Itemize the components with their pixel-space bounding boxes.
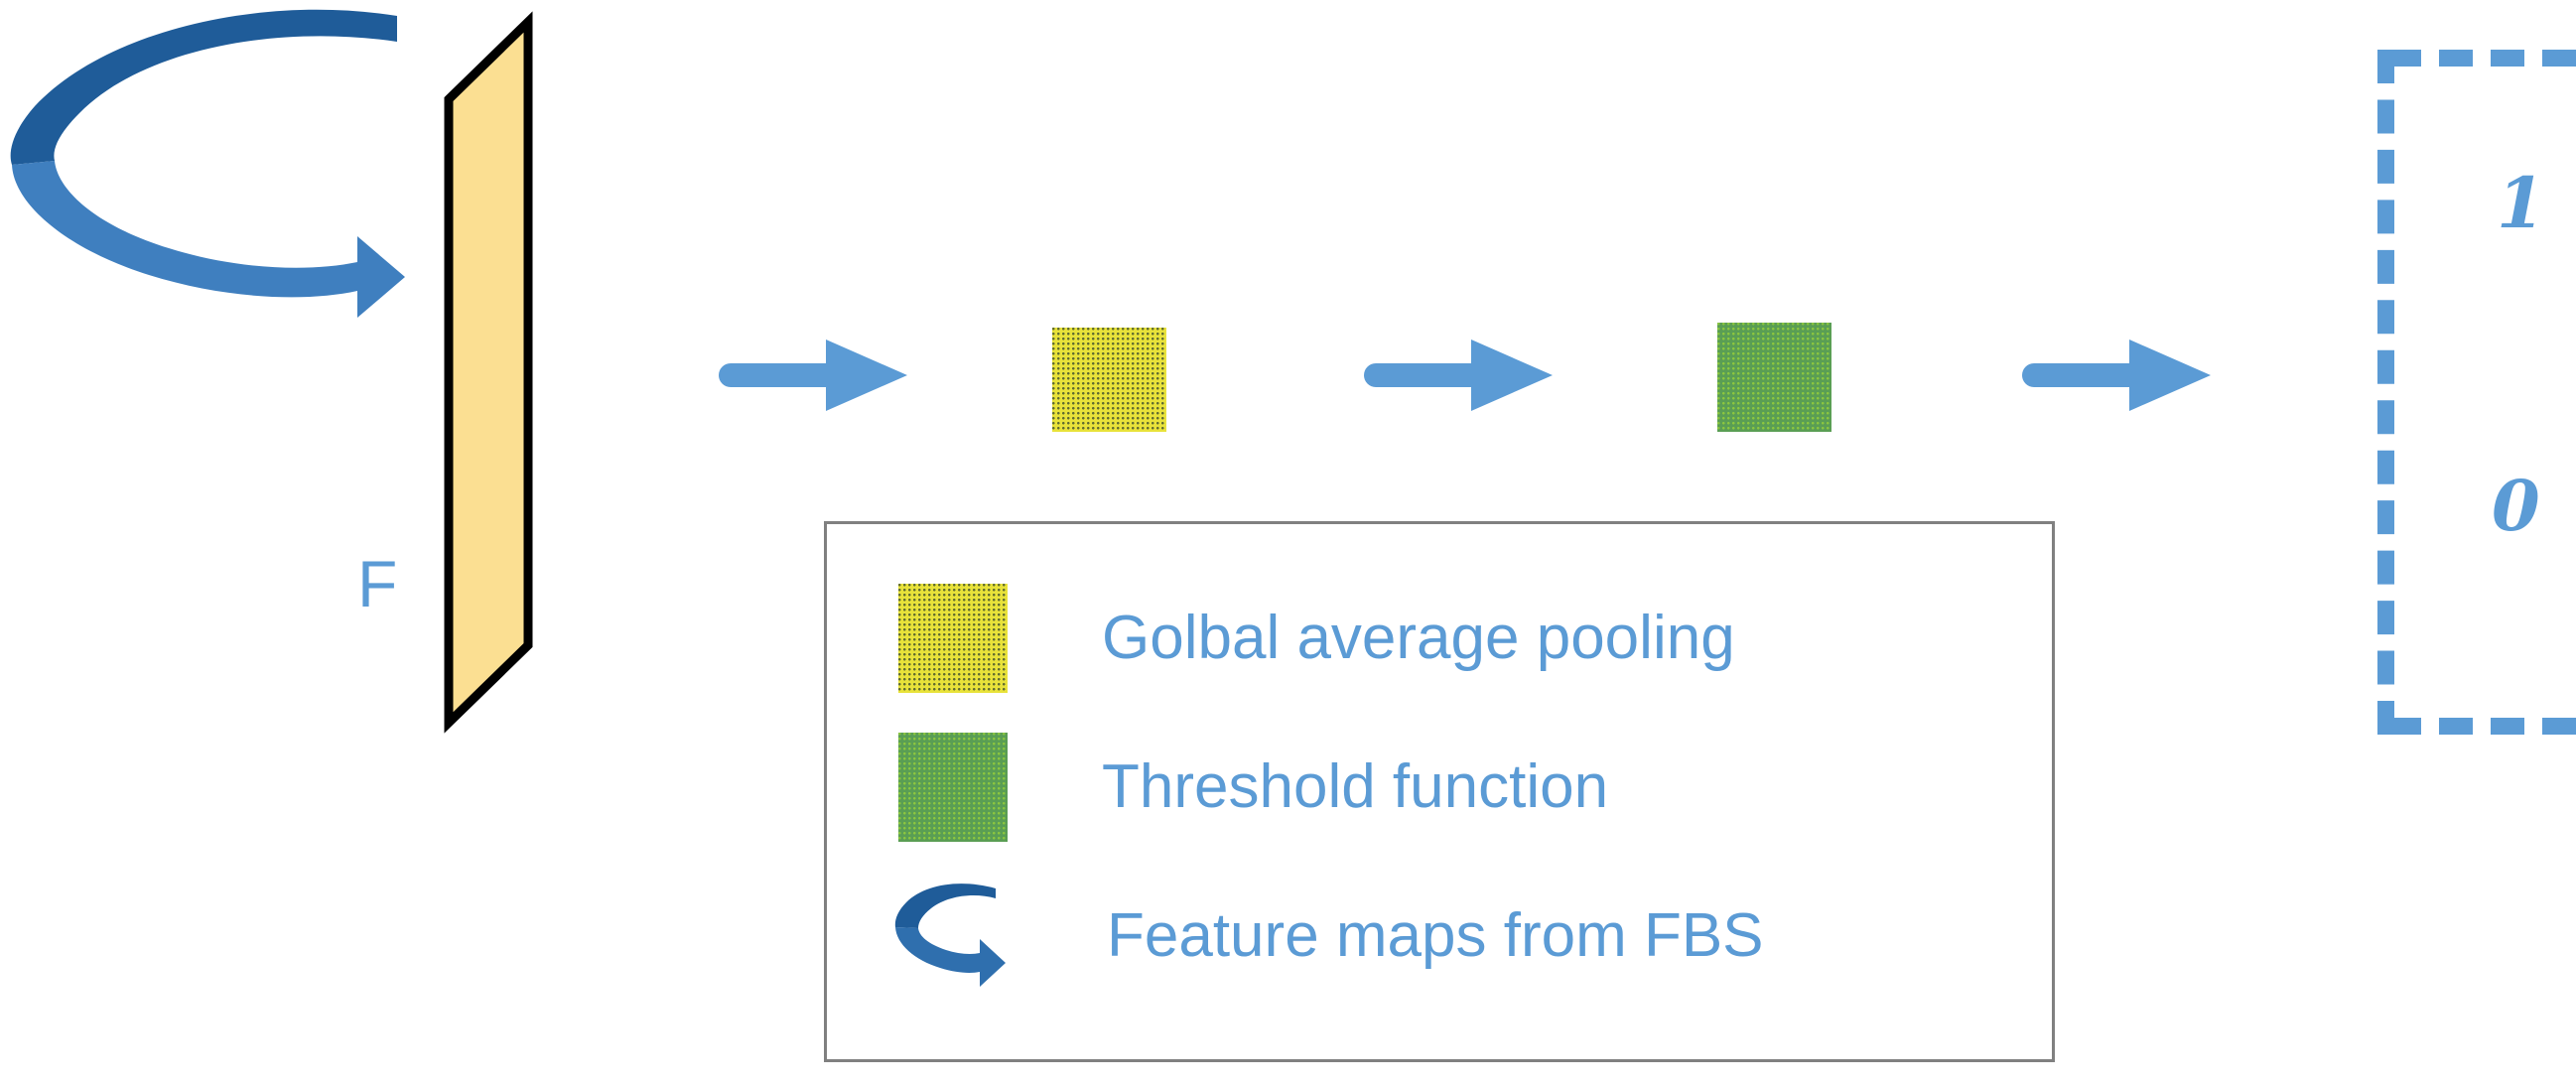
feature-slab-label: F [357,547,398,620]
global-average-pooling-block [1052,328,1166,432]
legend-label-threshold-function: Threshold function [1102,752,1609,821]
bracket-left-edge [2377,50,2394,735]
bracket-bottom-edge [2387,718,2576,735]
output-bracket: 1 0 [2377,50,2576,735]
legend-label-feature-maps-from-fbs: Feature maps from FBS [1107,901,1764,970]
flow-arrow-3-icon [2020,331,2219,420]
flow-arrow-2-icon [1362,331,1560,420]
bracket-top-edge [2387,50,2576,67]
legend-curved-rotation-arrow-icon [888,877,1013,996]
output-bit-1: 1 [2497,162,2545,244]
legend-item-threshold-function: Threshold function [827,718,2052,857]
output-bit-0: 0 [2492,465,2540,547]
feature-slab-parallelogram [437,10,546,735]
flow-arrow-1-icon [717,331,915,420]
threshold-function-block [1717,323,1831,432]
legend-item-feature-maps-from-fbs: Feature maps from FBS [827,867,2052,1006]
legend-swatch-green-dotted-square [898,733,1008,842]
legend-item-global-average-pooling: Golbal average pooling [827,569,2052,708]
curved-rotation-arrow-icon [0,2,447,330]
legend-label-global-average-pooling: Golbal average pooling [1102,604,1735,672]
legend-swatch-yellow-dotted-square [898,584,1008,693]
legend-box: Golbal average pooling Threshold functio… [824,521,2055,1062]
